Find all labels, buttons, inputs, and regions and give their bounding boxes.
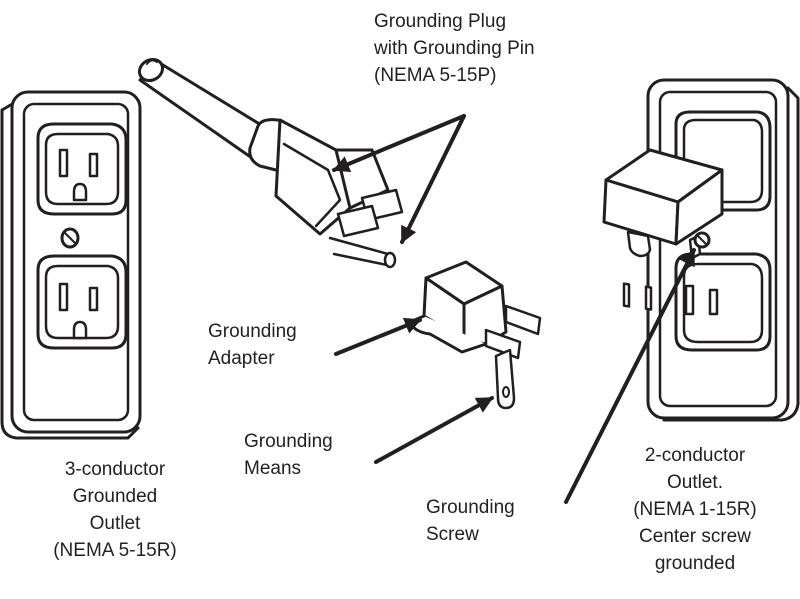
label-grounding-means: Grounding Means: [244, 431, 333, 479]
label-grounding-plug: Grounding Plug with Grounding Pin (NEMA …: [374, 11, 535, 86]
lower-receptacle-right: [674, 252, 772, 352]
upper-receptacle: [36, 122, 128, 216]
lower-receptacle: [36, 254, 128, 350]
grounding-adapter-drawing: [408, 260, 542, 410]
label-three-conductor-outlet: 3-conductor Grounded Outlet (NEMA 5-15R): [53, 459, 177, 561]
label-grounding-screw: Grounding Screw: [426, 497, 515, 545]
arrow-grounding-pin: [400, 114, 466, 244]
plugged-adapter: [602, 148, 724, 311]
adapter-prong-upper: [504, 304, 542, 336]
adapter-prong-lower: [484, 328, 522, 360]
arrow-plug-body: [332, 114, 466, 172]
arrow-grounding-adapter: [334, 317, 422, 356]
arrow-grounding-screw: [564, 248, 696, 504]
grounding-pin: [328, 236, 395, 268]
three-conductor-outlet: [0, 90, 142, 440]
label-two-conductor-outlet: 2-conductor Outlet. (NEMA 1-15R) Center …: [633, 445, 757, 574]
arrow-grounding-means: [374, 396, 494, 464]
grounding-tab: [494, 348, 516, 410]
two-conductor-outlet: [602, 78, 800, 422]
plug-blade-bottom: [336, 204, 380, 238]
arrows: [332, 114, 696, 504]
label-grounding-adapter: Grounding Adapter: [208, 321, 297, 369]
grounding-plug: [137, 57, 404, 269]
